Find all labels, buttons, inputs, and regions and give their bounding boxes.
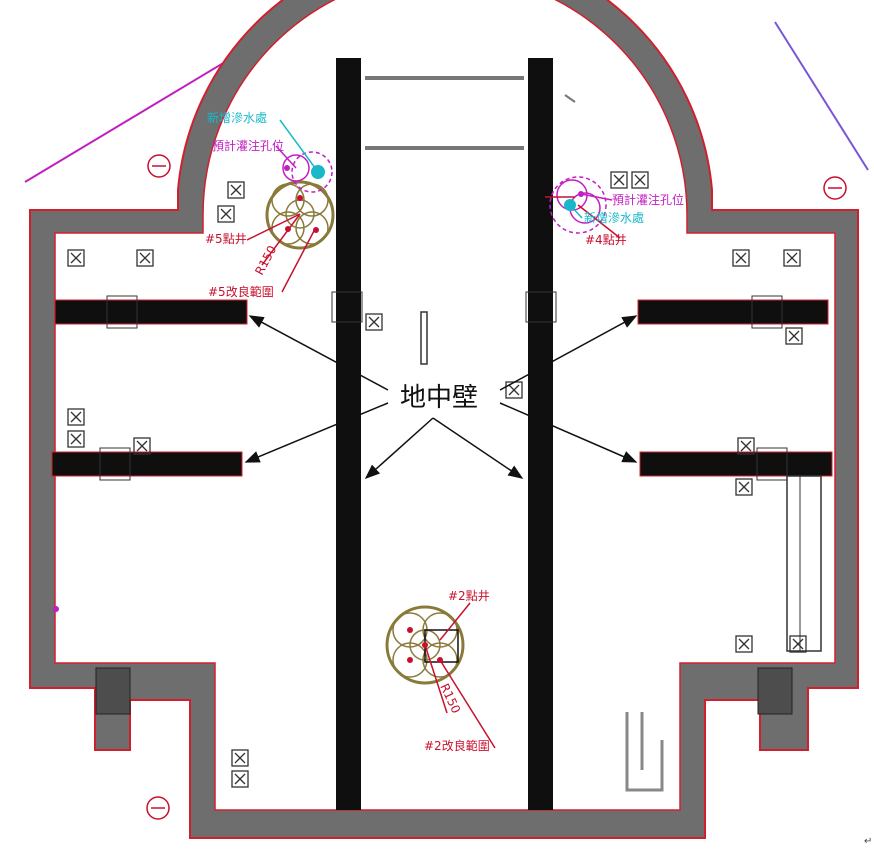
well-2-label: #2點井 (448, 589, 490, 603)
seepage-label-right: 新增滲水處 (584, 210, 644, 225)
internal-line (564, 94, 576, 103)
x-box-icon (227, 181, 245, 199)
wall-joint (106, 295, 138, 329)
improvement-zone-5 (265, 180, 335, 250)
channel-right (786, 475, 822, 652)
pipe-outline (625, 712, 664, 792)
x-box-icon (133, 437, 151, 455)
x-box-icon (783, 249, 801, 267)
well-5-label: #5點井 (205, 232, 247, 246)
x-box-icon (67, 408, 85, 426)
x-box-icon (231, 749, 249, 767)
corner-pit-right (757, 667, 793, 715)
x-box-icon (785, 327, 803, 345)
wall-joint (756, 447, 788, 481)
edge-marker (53, 606, 59, 612)
grout-label-left: 預計灌注孔位 (212, 138, 284, 153)
x-box-icon (67, 430, 85, 448)
wall-joint (751, 295, 783, 329)
zone-5-label: #5改良範圍 (208, 284, 274, 299)
corner-pit-left (95, 667, 131, 715)
corner-mark: ↵ (864, 836, 872, 847)
zone-2-label: #2改良範圍 (424, 738, 490, 753)
x-box-icon (365, 313, 383, 331)
diaphragm-wall-upper-right (637, 299, 829, 325)
well-4-label: #4點井 (585, 233, 627, 247)
x-box-icon (67, 249, 85, 267)
wall-joint (331, 291, 363, 323)
diaphragm-wall-left (336, 58, 361, 810)
x-box-icon (737, 437, 755, 455)
wall-joint (99, 447, 131, 481)
pointer-arrows (244, 315, 638, 480)
theta-circle-icon (146, 796, 170, 820)
boundary-line-right (774, 21, 869, 171)
diaphragm-wall-right (528, 58, 553, 810)
leader-lines-callouts (275, 119, 613, 219)
inner-space (54, 0, 836, 811)
diaphragm-wall-lower-left (51, 451, 243, 477)
diaphragm-wall-lower-right (639, 451, 833, 477)
grout-label-right: 預計灌注孔位 (612, 192, 684, 207)
wall-joint (525, 291, 557, 323)
x-box-icon (136, 249, 154, 267)
theta-circle-icon (823, 176, 847, 200)
seepage-label-left: 新增滲水處 (207, 110, 267, 125)
x-box-icon (231, 770, 249, 788)
improvement-zone-2 (385, 605, 465, 685)
x-box-icon (732, 249, 750, 267)
x-box-icon (631, 171, 649, 189)
theta-circle-icon (147, 154, 171, 178)
column-markers (67, 171, 807, 788)
slot-marker (420, 311, 428, 365)
x-box-icon (735, 478, 753, 496)
x-box-icon (789, 635, 807, 653)
diaphragm-wall-label: 地中壁 (400, 383, 478, 413)
leader-lines (246, 204, 621, 749)
x-box-icon (610, 171, 628, 189)
x-box-icon (217, 205, 235, 223)
x-box-icon (735, 635, 753, 653)
diaphragm-wall-upper-left (54, 299, 248, 325)
